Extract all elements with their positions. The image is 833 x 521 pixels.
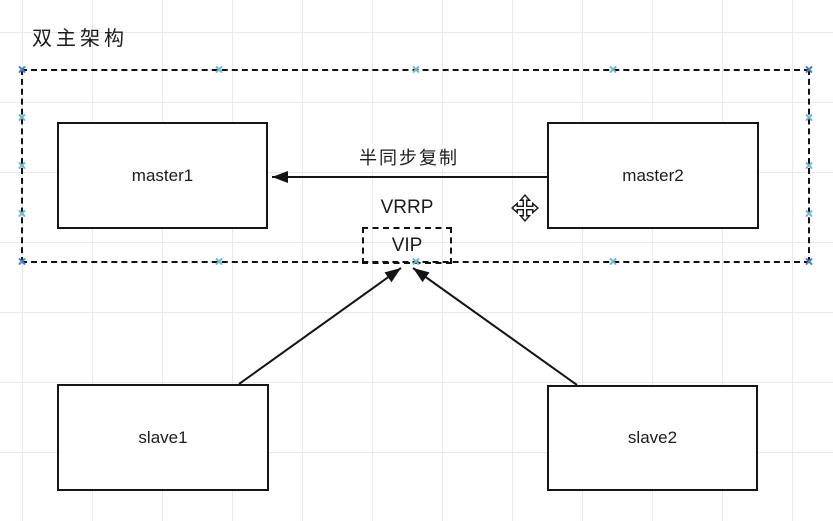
- node-label: slave1: [138, 427, 188, 447]
- node-label: master2: [622, 165, 684, 185]
- selection-handle-icon[interactable]: [804, 113, 813, 122]
- selection-handle-icon[interactable]: [804, 209, 813, 218]
- selection-handle-icon[interactable]: [804, 257, 813, 266]
- node-slave2[interactable]: slave2: [547, 385, 758, 491]
- selection-handle-icon[interactable]: [411, 65, 420, 74]
- node-slave1[interactable]: slave1: [57, 384, 269, 491]
- node-vip[interactable]: VIP: [362, 227, 452, 264]
- edge-slave1-to-vip[interactable]: [238, 267, 402, 385]
- node-master2[interactable]: master2: [547, 122, 759, 229]
- selection-handle-icon[interactable]: [17, 161, 26, 170]
- node-label: master1: [131, 165, 194, 185]
- selection-handle-icon[interactable]: [214, 65, 223, 74]
- selection-handle-icon[interactable]: [608, 257, 617, 266]
- selection-handle-icon[interactable]: [608, 65, 617, 74]
- node-label: slave2: [627, 428, 678, 447]
- edge-slave2-to-vip[interactable]: [412, 267, 578, 386]
- node-master1[interactable]: master1: [57, 122, 268, 229]
- label-vrrp[interactable]: VRRP: [380, 197, 434, 218]
- selection-handle-icon[interactable]: [17, 65, 26, 74]
- selection-handle-icon[interactable]: [411, 257, 420, 266]
- diagram-title: 双主架构: [32, 28, 128, 50]
- selection-handle-icon[interactable]: [804, 161, 813, 170]
- node-label: VIP: [391, 234, 423, 256]
- selection-handle-icon[interactable]: [17, 257, 26, 266]
- selection-handle-icon[interactable]: [17, 113, 26, 122]
- selection-handle-icon[interactable]: [214, 257, 223, 266]
- selection-handle-icon[interactable]: [17, 209, 26, 218]
- move-cursor-icon: [511, 194, 539, 222]
- selection-handle-icon[interactable]: [804, 65, 813, 74]
- edge-label-replication[interactable]: 半同步复制: [348, 145, 470, 169]
